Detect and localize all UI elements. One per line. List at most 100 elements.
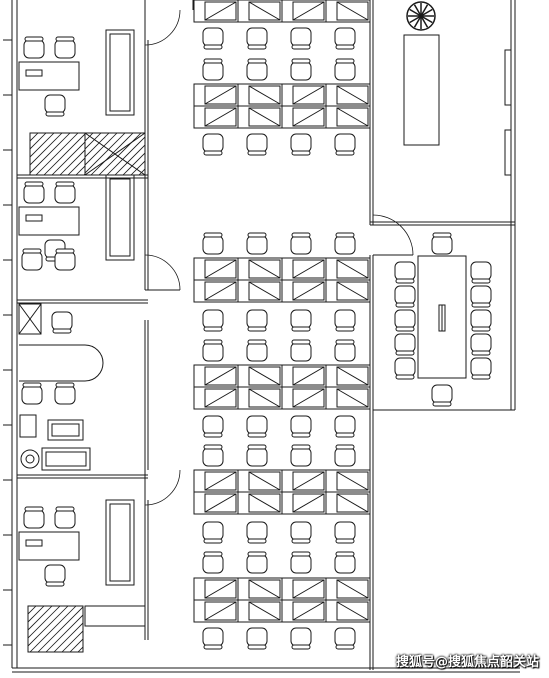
desk-cell: [237, 386, 283, 410]
desk-top: [325, 469, 371, 493]
chair-back: [203, 444, 223, 450]
chair-seat: [334, 342, 356, 362]
desk-cell: [281, 105, 327, 129]
desk-monitor-box: [336, 493, 369, 513]
desk-top: [281, 279, 327, 303]
furniture: [18, 0, 492, 653]
hatch-line: [75, 165, 85, 175]
chair: [290, 339, 312, 362]
hatch-line: [94, 606, 140, 652]
coffee-table: [47, 419, 84, 441]
chair-seat: [44, 564, 66, 584]
chair-back: [52, 328, 72, 334]
armchair: [19, 414, 37, 438]
door: [372, 214, 414, 256]
desk-diagonal: [204, 579, 237, 599]
chair-back: [432, 401, 452, 407]
desk-top: [281, 0, 327, 23]
chair-seat: [431, 235, 453, 255]
desk-monitor-box: [204, 601, 237, 621]
chair-seat: [290, 554, 312, 574]
desk-monitor-box: [336, 259, 369, 279]
desk-monitor-box: [248, 281, 281, 301]
desk-diagonal: [292, 579, 325, 599]
chair-back: [335, 232, 355, 238]
desk-diagonal: [248, 1, 281, 21]
desk-cell: [193, 599, 239, 623]
chair-seat: [202, 235, 224, 255]
hatch-line: [85, 133, 102, 150]
desk-monitor-box: [336, 579, 369, 599]
chair-seat: [290, 521, 312, 541]
desk-cell: [281, 599, 327, 623]
desk-diagonal: [336, 601, 369, 621]
chair-back: [291, 551, 311, 557]
chair-back: [335, 44, 355, 50]
desk-top: [237, 83, 283, 107]
desk-top: [325, 577, 371, 601]
chair-seat: [334, 235, 356, 255]
chair-back: [203, 44, 223, 50]
plant-leaf: [420, 8, 433, 17]
chair: [290, 521, 312, 544]
chair-back: [45, 581, 65, 587]
desk-monitor-box: [336, 107, 369, 127]
long-counter: [403, 34, 440, 146]
chair-back: [291, 444, 311, 450]
desk-top: [237, 279, 283, 303]
desk-top: [325, 386, 371, 410]
chair-back: [291, 326, 311, 332]
plant-leaf: [409, 8, 422, 17]
desk-monitor-box: [248, 107, 281, 127]
desk-top: [325, 364, 371, 388]
hatch-line: [86, 606, 132, 652]
desk-cell: [325, 491, 371, 515]
desk-top: [281, 386, 327, 410]
chair-seat: [470, 285, 492, 305]
desk-top: [281, 257, 327, 281]
chair-seat: [21, 385, 43, 405]
chair: [202, 444, 224, 467]
hatch-line: [69, 638, 83, 652]
chair: [23, 181, 45, 204]
chair: [334, 27, 356, 50]
chair-seat: [290, 447, 312, 467]
hatch-line: [30, 133, 31, 134]
chair-back: [291, 538, 311, 544]
desk-top: [237, 599, 283, 623]
chair-back: [247, 432, 267, 438]
desk-top: [193, 469, 239, 493]
chair-seat: [394, 357, 416, 377]
desk-monitor-box: [204, 366, 237, 386]
desk-monitor-box: [292, 579, 325, 599]
hatched-block: [29, 132, 86, 176]
chair-back: [471, 278, 491, 284]
hatch-line: [53, 622, 83, 652]
chair: [246, 58, 268, 81]
desk-cell: [237, 83, 283, 107]
chair-back: [335, 432, 355, 438]
desk-top: [193, 83, 239, 107]
chair: [21, 382, 43, 405]
desk-top: [193, 491, 239, 515]
chair: [290, 133, 312, 156]
chair-seat: [470, 261, 492, 281]
desk-top: [325, 83, 371, 107]
desk-diagonal: [248, 259, 281, 279]
desk-top: [325, 279, 371, 303]
chair: [290, 415, 312, 438]
chair-back: [247, 326, 267, 332]
desk-cell: [281, 364, 327, 388]
chair-seat: [290, 415, 312, 435]
desk-diagonal: [248, 493, 281, 513]
hatch-line: [106, 136, 145, 175]
chair-back: [247, 44, 267, 50]
chair-back: [335, 644, 355, 650]
desk-cell: [281, 386, 327, 410]
chair-back: [203, 538, 223, 544]
plant-core: [25, 454, 35, 464]
chair: [470, 261, 492, 284]
chair-seat: [54, 509, 76, 529]
sofa-seat: [109, 178, 131, 257]
